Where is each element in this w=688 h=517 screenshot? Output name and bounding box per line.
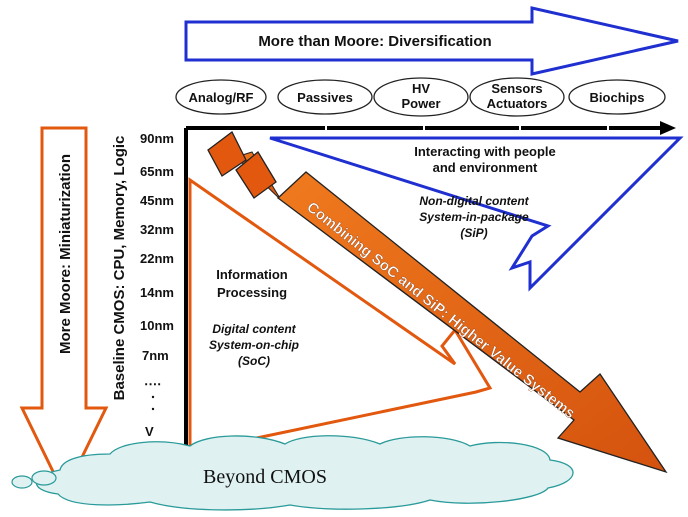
svg-text:Passives: Passives [297,90,353,105]
oval-passives: Passives [277,79,373,115]
svg-text:Information: Information [216,267,288,282]
svg-text:Processing: Processing [217,285,287,300]
more-moore-arrow: More Moore: Miniaturization [19,126,109,498]
more-than-moore-label: More than Moore: Diversification [258,33,491,50]
beyond-cmos-label: Beyond CMOS [203,466,327,488]
node-label: 90nm [140,131,174,146]
oval-analog-rf: Analog/RF [175,79,267,115]
svg-text:Power: Power [401,96,440,111]
svg-text:Non-digital content: Non-digital content [419,194,529,208]
sip-text: Interacting with people and environment … [414,144,556,240]
node-label: 45nm [140,193,174,208]
soc-triangle [188,177,493,454]
node-label: 10nm [140,318,174,333]
sip-triangle [269,136,684,292]
svg-text:Digital content: Digital content [212,322,296,336]
dot-mark [151,407,155,411]
node-label: 32nm [140,222,174,237]
svg-text:(SoC): (SoC) [238,354,270,368]
svg-text:and environment: and environment [433,160,538,175]
svg-text:Actuators: Actuators [487,96,548,111]
more-than-moore-arrow: More than Moore: Diversification [184,6,679,76]
node-dots: ․․․․ [144,373,161,388]
node-v: V [145,424,154,439]
soc-text: Information Processing Digital content S… [209,267,299,368]
node-label: 14nm [140,285,174,300]
node-label: 22nm [140,251,174,266]
beyond-cmos-cloud: Beyond CMOS [11,435,574,511]
dot-mark [151,395,155,399]
baseline-cmos-label: Baseline CMOS: CPU, Memory, Logic [111,136,128,401]
node-label: 7nm [142,348,169,363]
svg-text:HV: HV [412,81,430,96]
svg-text:System-on-chip: System-on-chip [209,338,299,352]
svg-text:Biochips: Biochips [590,90,645,105]
svg-text:Analog/RF: Analog/RF [189,90,254,105]
more-moore-label: More Moore: Miniaturization [57,154,74,354]
node-labels: 90nm 65nm 45nm 32nm 22nm 14nm 10nm 7nm ․… [140,131,174,439]
oval-biochips: Biochips [568,79,666,115]
svg-text:(SiP): (SiP) [460,226,487,240]
svg-text:Sensors: Sensors [491,81,542,96]
svg-text:System-in-package: System-in-package [419,210,529,224]
oval-hv-power: HV Power [373,77,469,117]
combining-arrow: Combining SoC and SiP: Higher Value Syst… [207,131,668,474]
oval-sensors-actuators: Sensors Actuators [469,77,565,117]
svg-text:Interacting with people: Interacting with people [414,144,556,159]
node-label: 65nm [140,164,174,179]
